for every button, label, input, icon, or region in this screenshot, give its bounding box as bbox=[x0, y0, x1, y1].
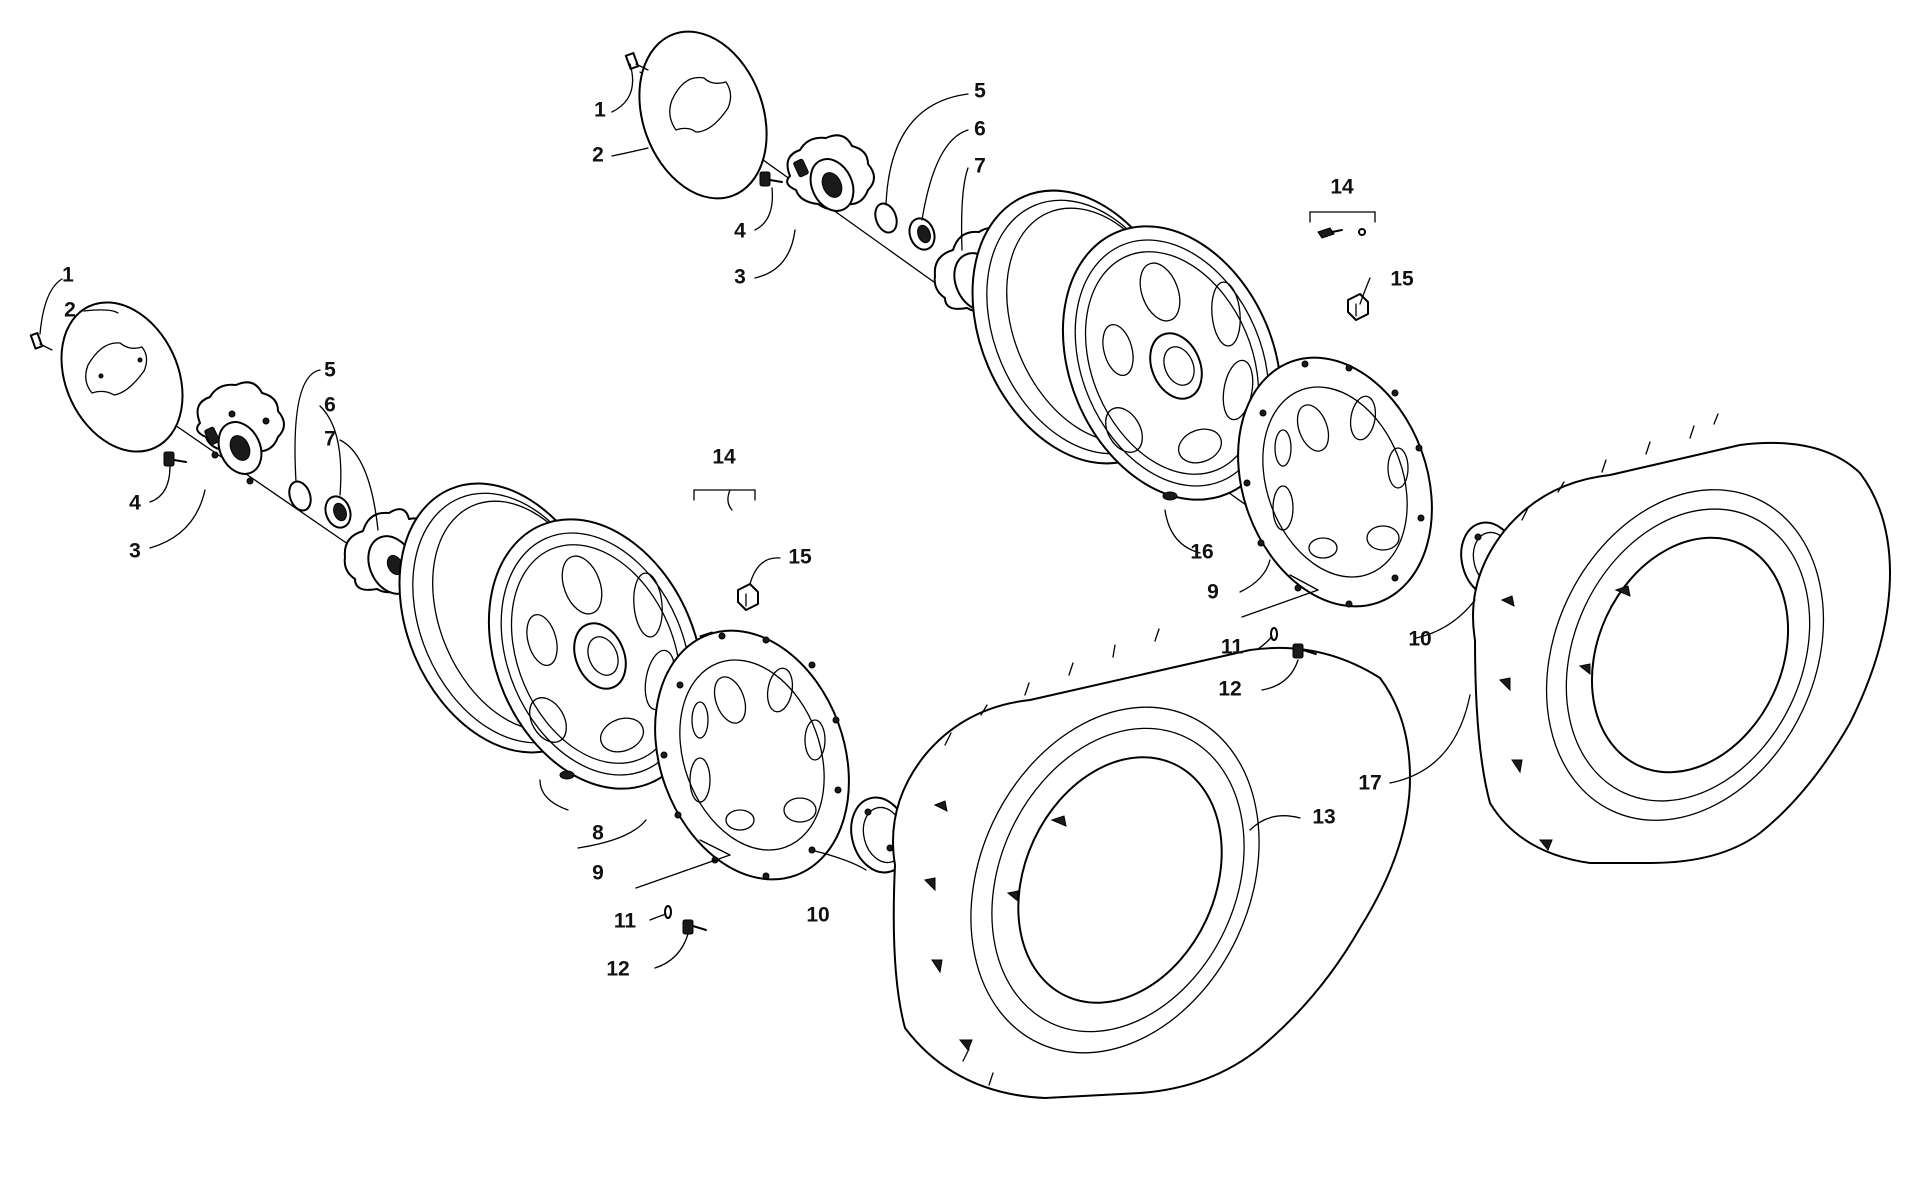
callout-7: 7 bbox=[324, 428, 336, 451]
brake-disc-right bbox=[638, 30, 768, 200]
callout-14: 14 bbox=[712, 446, 736, 469]
callout-4-right: 4 bbox=[734, 220, 746, 243]
ring-bolt-right bbox=[1241, 574, 1319, 659]
callout-13: 13 bbox=[1312, 806, 1335, 829]
callout-14-right: 14 bbox=[1330, 176, 1354, 199]
bolt bbox=[29, 332, 53, 351]
callout-leaders-right bbox=[611, 63, 1476, 784]
callout-15-right: 15 bbox=[1390, 268, 1414, 291]
callout-5-right: 5 bbox=[974, 80, 986, 103]
ring-bolt bbox=[635, 839, 731, 935]
callout-11: 11 bbox=[614, 910, 637, 933]
wheel-rim-right bbox=[971, 189, 1283, 501]
callout-2-right: 2 bbox=[592, 144, 604, 167]
callout-10-right: 10 bbox=[1408, 628, 1431, 651]
callout-5: 5 bbox=[324, 359, 336, 382]
beadlock-ring-right bbox=[1237, 356, 1433, 608]
tire bbox=[892, 628, 1411, 1099]
callout-1-right: 1 bbox=[594, 99, 606, 122]
callout-7-right: 7 bbox=[974, 155, 986, 178]
brake-disc bbox=[60, 301, 184, 453]
callout-8: 8 bbox=[592, 822, 604, 845]
callout-6: 6 bbox=[324, 394, 336, 417]
hub-nut bbox=[324, 495, 352, 529]
callout-4: 4 bbox=[129, 492, 141, 515]
lug-nut bbox=[737, 583, 759, 611]
valve-stem-right bbox=[1317, 227, 1366, 239]
hub bbox=[196, 381, 285, 485]
washer-right bbox=[874, 202, 898, 234]
callout-9: 9 bbox=[592, 862, 604, 885]
hub-nut-right bbox=[908, 217, 936, 251]
bolt-right bbox=[624, 52, 649, 71]
lug-nut-right bbox=[1347, 293, 1369, 321]
callout-12-right: 12 bbox=[1218, 678, 1241, 701]
callout-6-right: 6 bbox=[974, 118, 986, 141]
washer bbox=[288, 480, 312, 512]
callout-15: 15 bbox=[788, 546, 812, 569]
wheel-stud-right bbox=[759, 171, 783, 187]
beadlock-ring bbox=[654, 629, 850, 881]
callout-11-right: 11 bbox=[1221, 636, 1244, 659]
callout-17-right: 17 bbox=[1358, 772, 1381, 795]
callout-10: 10 bbox=[806, 904, 829, 927]
callout-3: 3 bbox=[129, 540, 141, 563]
tire-right bbox=[1472, 413, 1891, 864]
callout-16-right: 16 bbox=[1190, 541, 1213, 564]
wheel-rim bbox=[398, 482, 705, 790]
callout-leaders bbox=[39, 278, 1301, 969]
callout-2: 2 bbox=[64, 299, 76, 322]
callout-3-right: 3 bbox=[734, 266, 746, 289]
hub-right bbox=[786, 134, 875, 212]
callout-1: 1 bbox=[62, 264, 74, 287]
wheel-stud bbox=[163, 451, 187, 467]
assembly-right: 1 2 3 4 5 6 7 9 10 11 12 14 15 16 17 bbox=[592, 30, 1891, 864]
callout-12: 12 bbox=[606, 958, 629, 981]
assembly-left: 1 2 3 4 5 6 7 8 9 10 11 12 13 14 15 bbox=[29, 264, 1411, 1099]
callout-9-right: 9 bbox=[1207, 581, 1219, 604]
